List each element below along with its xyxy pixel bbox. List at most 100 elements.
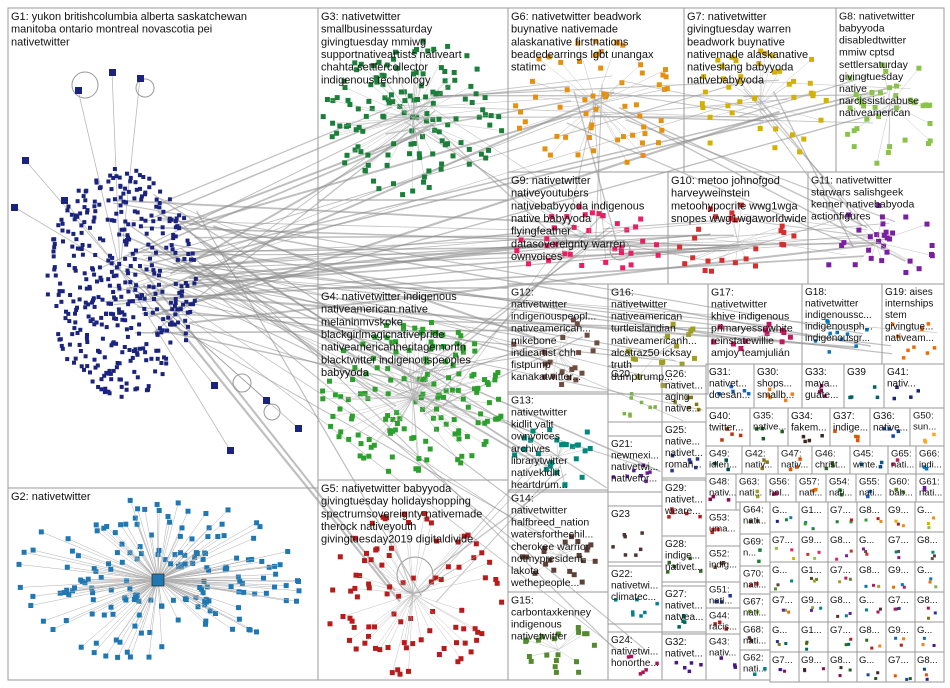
node[interactable]	[542, 546, 548, 551]
node[interactable]	[111, 290, 116, 294]
node[interactable]	[594, 340, 600, 346]
node[interactable]	[99, 322, 104, 327]
node[interactable]	[125, 268, 130, 273]
node[interactable]	[442, 142, 448, 148]
node[interactable]	[710, 530, 715, 535]
node[interactable]	[294, 598, 299, 604]
node[interactable]	[730, 341, 736, 347]
node[interactable]	[819, 384, 824, 388]
node[interactable]	[79, 230, 84, 235]
node[interactable]	[453, 116, 459, 122]
node[interactable]	[559, 442, 565, 448]
node[interactable]	[542, 146, 548, 152]
node[interactable]	[190, 251, 195, 256]
node[interactable]	[926, 322, 931, 326]
node[interactable]	[360, 341, 366, 347]
node[interactable]	[461, 533, 467, 539]
node[interactable]	[109, 261, 114, 266]
node[interactable]	[111, 274, 116, 279]
node[interactable]	[120, 317, 125, 322]
node[interactable]	[410, 114, 415, 120]
node[interactable]	[76, 188, 81, 193]
node[interactable]	[681, 614, 686, 618]
node[interactable]	[94, 320, 99, 325]
node[interactable]	[909, 395, 913, 399]
node[interactable]	[380, 113, 386, 119]
node[interactable]	[126, 302, 131, 307]
node[interactable]	[385, 152, 391, 158]
node[interactable]	[390, 417, 396, 422]
node[interactable]	[461, 345, 467, 351]
node[interactable]	[755, 427, 759, 431]
node[interactable]	[345, 97, 351, 103]
node[interactable]	[670, 321, 676, 327]
node[interactable]	[729, 210, 735, 216]
node[interactable]	[102, 373, 107, 378]
node[interactable]	[117, 639, 123, 645]
node[interactable]	[903, 270, 909, 275]
node[interactable]	[421, 179, 426, 185]
node[interactable]	[726, 467, 730, 472]
node[interactable]	[789, 132, 795, 138]
node[interactable]	[391, 181, 396, 187]
node[interactable]	[125, 233, 130, 238]
node[interactable]	[139, 293, 144, 298]
node[interactable]	[589, 210, 595, 216]
node[interactable]	[900, 583, 904, 587]
node[interactable]	[139, 197, 144, 202]
node[interactable]	[897, 606, 901, 610]
node[interactable]	[884, 249, 890, 255]
node[interactable]	[779, 241, 785, 247]
node[interactable]	[430, 89, 436, 95]
node[interactable]	[17, 584, 23, 590]
node[interactable]	[295, 578, 300, 584]
node[interactable]	[246, 627, 252, 632]
node[interactable]	[179, 284, 184, 289]
node[interactable]	[486, 147, 491, 153]
node[interactable]	[52, 245, 57, 250]
node[interactable]	[122, 312, 127, 317]
node[interactable]	[872, 104, 878, 110]
node[interactable]	[755, 610, 760, 614]
node[interactable]	[670, 510, 675, 515]
node[interactable]	[584, 332, 590, 338]
node[interactable]	[173, 219, 178, 223]
node[interactable]	[390, 99, 396, 105]
node[interactable]	[190, 560, 196, 566]
node[interactable]	[353, 127, 359, 133]
node[interactable]	[761, 436, 766, 441]
node[interactable]	[388, 377, 394, 383]
node[interactable]	[158, 268, 162, 273]
node[interactable]	[324, 97, 330, 102]
node[interactable]	[124, 578, 130, 584]
node[interactable]	[57, 590, 63, 596]
node[interactable]	[85, 576, 91, 582]
node[interactable]	[878, 644, 882, 648]
node[interactable]	[522, 119, 528, 125]
node[interactable]	[547, 463, 553, 469]
node[interactable]	[528, 437, 534, 443]
node[interactable]	[890, 322, 895, 327]
node[interactable]	[670, 507, 674, 511]
node[interactable]	[440, 332, 446, 338]
node[interactable]	[79, 223, 84, 228]
node[interactable]	[719, 561, 724, 566]
node[interactable]	[75, 87, 82, 94]
node[interactable]	[869, 89, 875, 95]
node[interactable]	[283, 598, 289, 604]
node[interactable]	[932, 516, 936, 520]
node[interactable]	[65, 357, 70, 362]
node[interactable]	[478, 411, 484, 417]
node[interactable]	[385, 97, 391, 103]
node[interactable]	[468, 83, 474, 89]
node[interactable]	[161, 317, 166, 322]
node[interactable]	[160, 328, 165, 333]
node[interactable]	[926, 522, 930, 526]
node[interactable]	[482, 575, 488, 581]
node[interactable]	[347, 615, 353, 621]
node[interactable]	[106, 258, 111, 263]
node[interactable]	[182, 596, 188, 602]
node[interactable]	[928, 580, 932, 584]
node[interactable]	[172, 322, 177, 327]
node[interactable]	[383, 416, 389, 422]
